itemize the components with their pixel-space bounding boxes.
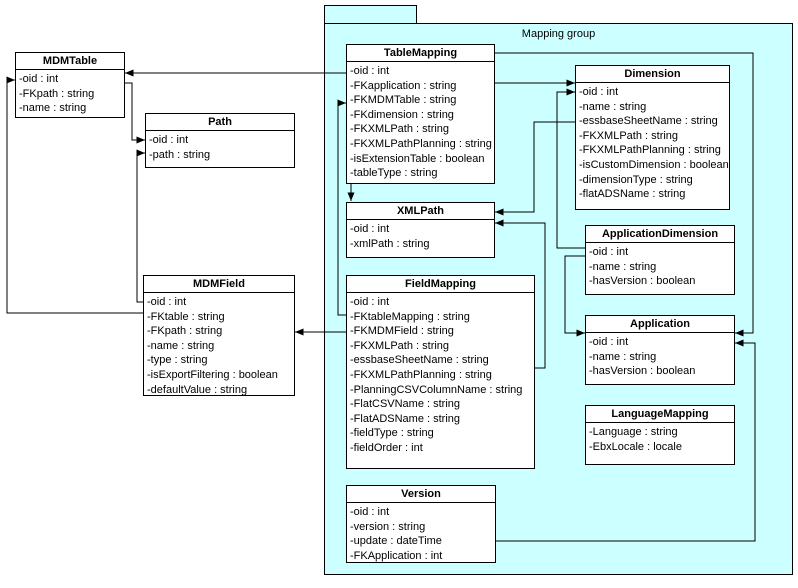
class-mdmtable: MDMTable -oid : int -FKpath : string -name … bbox=[15, 52, 125, 118]
class-path: Path -oid : int -path : string bbox=[145, 113, 295, 168]
class-attribute: -flatADSName : string bbox=[579, 188, 686, 201]
class-title: Application bbox=[586, 316, 734, 333]
class-attribute: -oid : int bbox=[149, 134, 189, 146]
class-attribute: -hasVersion : boolean bbox=[589, 275, 696, 288]
class-attribute: -name : string bbox=[579, 100, 647, 113]
class-attribute: -hasVersion : boolean bbox=[589, 365, 696, 378]
class-dimension: Dimension -oid : int -name : string -essbas… bbox=[575, 65, 730, 210]
class-attribute: -FKXMLPathPlanning : string bbox=[350, 137, 492, 150]
connector-mdmtable-to-path bbox=[125, 82, 145, 144]
class-attribute: -defaultValue : string bbox=[147, 383, 248, 396]
class-attribute: -oid : int bbox=[147, 296, 187, 308]
class-attribute-list: -oid : int -name : string -essbaseSheetNam… bbox=[576, 83, 729, 202]
class-attribute: -FKXMLPathPlanning : string bbox=[579, 144, 721, 157]
class-attribute: -name : string bbox=[19, 102, 87, 115]
class-attribute: -oid : int bbox=[589, 246, 629, 258]
class-attribute: -EbxLocale : locale bbox=[589, 440, 682, 453]
class-attribute: -FKXMLPath : string bbox=[579, 129, 679, 142]
class-attribute: -fieldType : string bbox=[350, 427, 434, 440]
class-attribute: -isExportFiltering : boolean bbox=[147, 368, 278, 381]
class-title: MDMTable bbox=[16, 53, 124, 70]
class-attribute-list: -oid : int -version : string -update : dat… bbox=[347, 503, 495, 563]
class-tablemapping: TableMapping -oid : int -FKapplication : s… bbox=[346, 44, 495, 184]
class-title: Version bbox=[347, 486, 495, 503]
class-mdmfield: MDMField -oid : int -FKtable : string -FKpa… bbox=[143, 275, 295, 396]
class-attribute: -oid : int bbox=[350, 506, 390, 518]
class-attribute-list: -Language : string -EbxLocale : locale bbox=[586, 423, 734, 454]
class-attribute: -essbaseSheetName : string bbox=[350, 354, 489, 367]
class-attribute: -essbaseSheetName : string bbox=[579, 115, 718, 128]
class-attribute-list: -oid : int -FKtableMapping : string -FKMDM… bbox=[347, 293, 534, 456]
class-attribute: -tableType : string bbox=[350, 167, 438, 180]
class-attribute-list: -oid : int -FKpath : string -name : string bbox=[16, 70, 124, 116]
class-languagemapping: LanguageMapping -Language : string -EbxLoc… bbox=[585, 405, 735, 465]
class-attribute: -Language : string bbox=[589, 426, 678, 438]
class-title: ApplicationDimension bbox=[586, 226, 734, 243]
class-attribute: -FKMDMField : string bbox=[350, 325, 454, 338]
class-attribute: -FKXMLPathPlanning : string bbox=[350, 368, 492, 381]
class-title: Dimension bbox=[576, 66, 729, 83]
class-attribute: -oid : int bbox=[350, 296, 390, 308]
class-applicationdimension: ApplicationDimension -oid : int -name : st… bbox=[585, 225, 735, 295]
class-attribute: -update : dateTime bbox=[350, 535, 442, 548]
package-tab bbox=[324, 5, 417, 24]
class-attribute: -FlatADSName : string bbox=[350, 412, 461, 425]
class-attribute: -oid : int bbox=[350, 65, 390, 77]
class-attribute: -fieldOrder : int bbox=[350, 441, 423, 454]
class-attribute: -name : string bbox=[589, 260, 657, 273]
class-attribute: -isCustomDimension : boolean bbox=[579, 158, 729, 171]
class-attribute: -FKXMLPath : string bbox=[350, 123, 450, 136]
class-attribute-list: -oid : int -xmlPath : string bbox=[347, 220, 494, 251]
class-title: FieldMapping bbox=[347, 276, 534, 293]
class-attribute: -oid : int bbox=[350, 223, 390, 235]
class-attribute-list: -oid : int -name : string -hasVersion : bo… bbox=[586, 243, 734, 289]
class-attribute: -PlanningCSVColumnName : string bbox=[350, 383, 523, 396]
class-attribute: -xmlPath : string bbox=[350, 237, 430, 250]
class-attribute: -FKApplication : int bbox=[350, 549, 443, 562]
class-attribute: -version : string bbox=[350, 520, 426, 533]
class-attribute-list: -oid : int -path : string bbox=[146, 131, 294, 162]
class-title: LanguageMapping bbox=[586, 406, 734, 423]
class-attribute: -oid : int bbox=[589, 336, 629, 348]
package-label: Mapping group bbox=[521, 28, 596, 40]
class-attribute: -name : string bbox=[147, 339, 215, 352]
class-attribute: -FKtable : string bbox=[147, 310, 225, 323]
class-attribute: -FlatCSVName : string bbox=[350, 398, 461, 411]
class-attribute: -FKdimension : string bbox=[350, 108, 454, 121]
class-attribute: -FKapplication : string bbox=[350, 79, 457, 92]
class-attribute: -FKtableMapping : string bbox=[350, 310, 470, 323]
class-attribute: -path : string bbox=[149, 148, 211, 161]
class-attribute: -oid : int bbox=[19, 73, 59, 85]
class-attribute: -isExtensionTable : boolean bbox=[350, 152, 485, 165]
class-attribute-list: -oid : int -name : string -hasVersion : bo… bbox=[586, 333, 734, 379]
class-xmlpath: XMLPath -oid : int -xmlPath : string bbox=[346, 202, 495, 258]
class-application: Application -oid : int -name : string -hasV… bbox=[585, 315, 735, 385]
class-attribute: -name : string bbox=[589, 350, 657, 363]
class-attribute-list: -oid : int -FKtable : string -FKpath : str… bbox=[144, 293, 294, 397]
class-fieldmapping: FieldMapping -oid : int -FKtableMapping : … bbox=[346, 275, 535, 469]
class-title: TableMapping bbox=[347, 45, 494, 62]
class-title: Path bbox=[146, 114, 294, 131]
class-attribute: -type : string bbox=[147, 354, 208, 367]
class-attribute: -FKXMLPath : string bbox=[350, 339, 450, 352]
class-attribute: -oid : int bbox=[579, 86, 619, 98]
class-attribute: -FKpath : string bbox=[147, 325, 223, 338]
class-attribute: -dimensionType : string bbox=[579, 173, 693, 186]
class-title: XMLPath bbox=[347, 203, 494, 220]
class-title: MDMField bbox=[144, 276, 294, 293]
class-attribute: -FKpath : string bbox=[19, 87, 95, 100]
class-attribute-list: -oid : int -FKapplication : string -FKMDMT… bbox=[347, 62, 494, 181]
class-version: Version -oid : int -version : string -updat… bbox=[346, 485, 496, 563]
class-attribute: -FKMDMTable : string bbox=[350, 94, 457, 107]
